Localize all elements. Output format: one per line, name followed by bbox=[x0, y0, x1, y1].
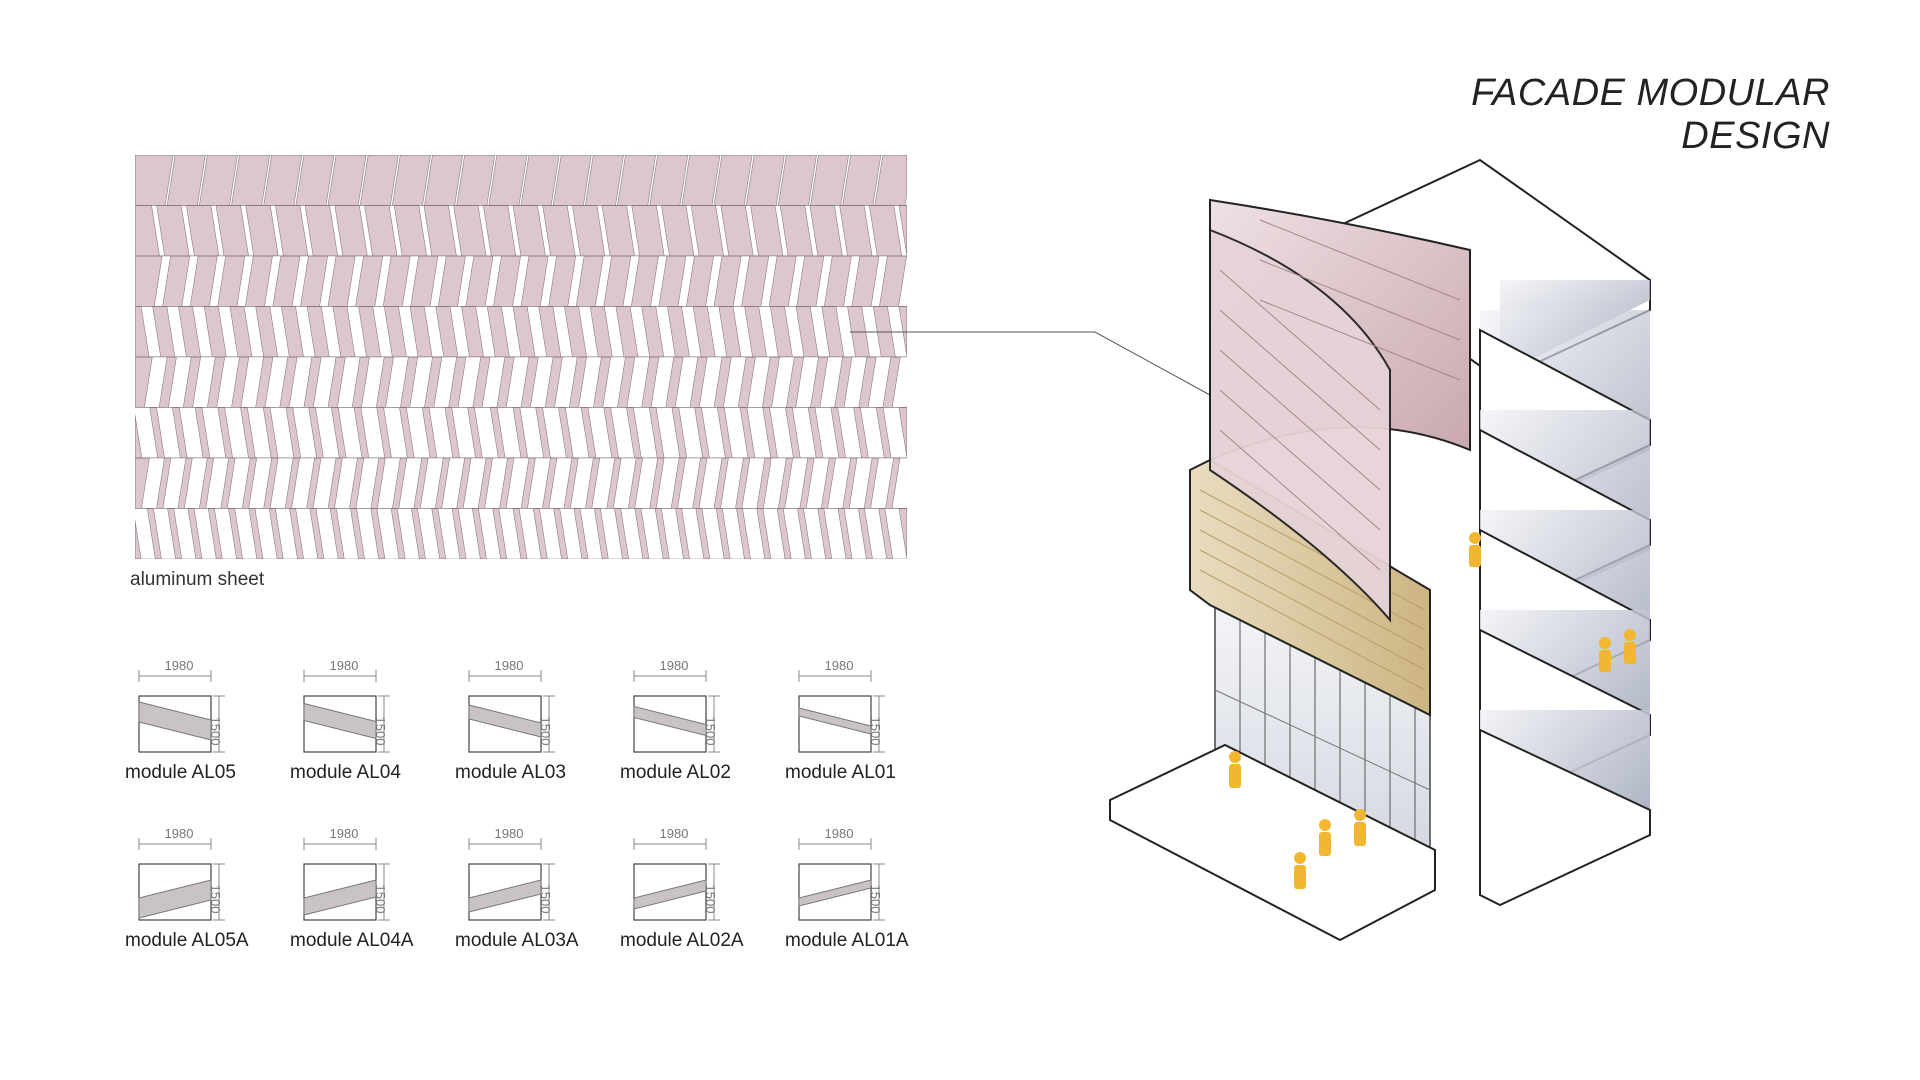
building-axonometric bbox=[1090, 150, 1810, 955]
module-width: 1980 bbox=[659, 658, 689, 673]
module-width: 1980 bbox=[164, 826, 194, 841]
ground-plaza bbox=[1109, 743, 1436, 942]
module-strip bbox=[468, 879, 542, 913]
people-figures bbox=[1229, 532, 1636, 889]
person-icon bbox=[1624, 629, 1636, 664]
module-al03: 1980 1500 module AL03 bbox=[455, 650, 605, 795]
module-height: 1500 bbox=[868, 884, 883, 914]
module-strip bbox=[303, 879, 377, 916]
module-height: 1500 bbox=[373, 884, 388, 914]
module-panel-icon bbox=[303, 670, 390, 753]
module-width: 1980 bbox=[824, 658, 854, 673]
module-strip bbox=[138, 879, 212, 919]
module-strip bbox=[633, 705, 707, 737]
module-panel-icon bbox=[138, 670, 225, 753]
module-panel-icon bbox=[303, 838, 390, 921]
module-label: module AL02 bbox=[620, 762, 731, 783]
module-height: 1500 bbox=[373, 716, 388, 746]
module-strip bbox=[303, 702, 377, 740]
module-label: module AL01A bbox=[785, 930, 909, 951]
module-label: module AL03A bbox=[455, 930, 579, 951]
module-height: 1500 bbox=[538, 884, 553, 914]
person-icon bbox=[1294, 852, 1306, 889]
module-width: 1980 bbox=[824, 826, 854, 841]
module-al02a: 1980 1500 module AL02A bbox=[620, 818, 770, 963]
module-al01a: 1980 1500 module AL01A bbox=[785, 818, 935, 963]
module-strip bbox=[468, 704, 542, 738]
module-label: module AL02A bbox=[620, 930, 744, 951]
module-panel-icon bbox=[633, 670, 720, 753]
module-panel-icon bbox=[798, 838, 885, 921]
module-label: module AL04A bbox=[290, 930, 414, 951]
module-panel-icon bbox=[633, 838, 720, 921]
diagram-title: FACADE MODULAR DESIGN bbox=[1471, 72, 1830, 157]
module-strip bbox=[633, 879, 707, 910]
module-panel-icon bbox=[138, 838, 225, 921]
module-width: 1980 bbox=[659, 826, 689, 841]
module-height: 1500 bbox=[868, 716, 883, 746]
person-icon bbox=[1229, 751, 1241, 788]
person-icon bbox=[1469, 532, 1481, 567]
module-height: 1500 bbox=[538, 716, 553, 746]
module-legend: 1980 1500 module AL05 1980 1500 module A… bbox=[125, 650, 945, 970]
pattern-caption: aluminum sheet bbox=[130, 569, 265, 590]
module-strip bbox=[798, 707, 872, 735]
module-height: 1500 bbox=[703, 884, 718, 914]
module-panel-icon bbox=[798, 670, 885, 753]
person-icon bbox=[1319, 819, 1331, 856]
module-al04a: 1980 1500 module AL04A bbox=[290, 818, 440, 963]
module-width: 1980 bbox=[164, 658, 194, 673]
module-al02: 1980 1500 module AL02 bbox=[620, 650, 770, 795]
module-al05: 1980 1500 module AL05 bbox=[125, 650, 275, 795]
module-al03a: 1980 1500 module AL03A bbox=[455, 818, 605, 963]
module-height: 1500 bbox=[208, 884, 223, 914]
aluminum-sheet-pattern bbox=[132, 154, 916, 560]
module-label: module AL04 bbox=[290, 762, 401, 783]
module-strip bbox=[798, 879, 872, 907]
person-icon bbox=[1599, 637, 1611, 672]
module-label: module AL05A bbox=[125, 930, 249, 951]
module-width: 1980 bbox=[494, 826, 524, 841]
pattern-svg bbox=[132, 154, 916, 560]
aluminum-facade bbox=[1209, 198, 1471, 623]
module-panel-icon bbox=[468, 838, 555, 921]
pattern-row bbox=[134, 306, 908, 358]
building-svg bbox=[1109, 158, 1651, 942]
person-icon bbox=[1354, 809, 1366, 846]
module-label: module AL05 bbox=[125, 762, 236, 783]
module-al05a: 1980 1500 module AL05A bbox=[125, 818, 275, 963]
module-height: 1500 bbox=[703, 716, 718, 746]
module-label: module AL01 bbox=[785, 762, 896, 783]
module-label: module AL03 bbox=[455, 762, 566, 783]
module-width: 1980 bbox=[329, 658, 359, 673]
module-width: 1980 bbox=[494, 658, 524, 673]
module-al04: 1980 1500 module AL04 bbox=[290, 650, 440, 795]
module-panel-icon bbox=[468, 670, 555, 753]
module-strip bbox=[138, 701, 212, 741]
module-al01: 1980 1500 module AL01 bbox=[785, 650, 935, 795]
module-width: 1980 bbox=[329, 826, 359, 841]
module-height: 1500 bbox=[208, 716, 223, 746]
